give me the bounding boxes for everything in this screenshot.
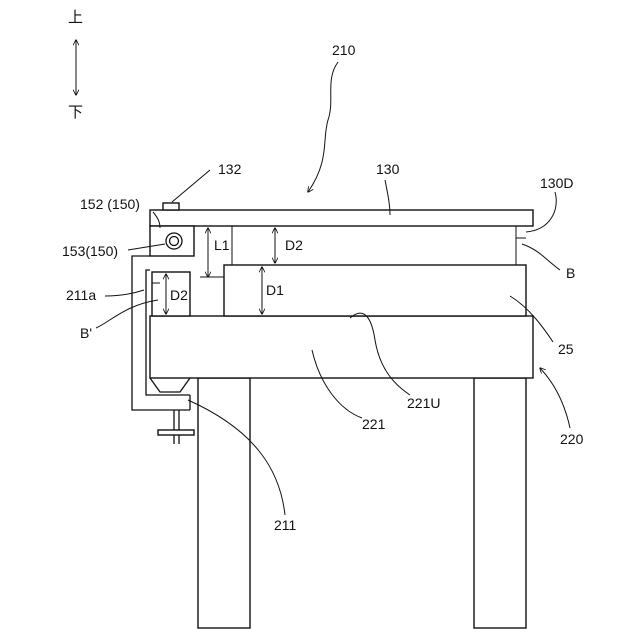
label-152: 152 (150) — [80, 196, 140, 212]
label-210: 210 — [332, 42, 356, 58]
label-132: 132 — [218, 161, 242, 177]
dim-D2-right-label: D2 — [285, 237, 303, 253]
leader-B-prime — [96, 300, 158, 328]
knob-132 — [163, 203, 179, 210]
down-label: 下 — [68, 103, 83, 121]
label-220: 220 — [560, 431, 584, 447]
label-130: 130 — [376, 161, 400, 177]
label-211: 211 — [274, 517, 297, 533]
leader-220 — [540, 368, 570, 428]
leader-132 — [172, 170, 210, 202]
clamp-screw-handle — [158, 430, 194, 435]
left-leg — [198, 378, 250, 628]
table-top-221 — [150, 316, 533, 378]
label-25: 25 — [558, 341, 574, 357]
leader-210 — [308, 62, 338, 192]
label-B-prime: B' — [80, 325, 92, 341]
up-label: 上 — [68, 8, 83, 26]
label-153: 153(150) — [62, 243, 118, 259]
right-leg — [474, 378, 526, 628]
label-B: B — [566, 265, 575, 281]
leader-B — [522, 244, 560, 270]
plate-130 — [150, 210, 533, 226]
block-152 — [150, 226, 194, 256]
clamp-wedge — [150, 378, 190, 392]
leader-211a — [105, 290, 144, 296]
label-221: 221 — [362, 416, 386, 432]
label-211a: 211a — [66, 287, 96, 303]
label-221U: 221U — [407, 395, 440, 411]
dim-L1-label: L1 — [214, 237, 230, 253]
label-130D: 130D — [540, 175, 573, 191]
dim-D2-left-label: D2 — [170, 287, 188, 303]
dim-D1-label: D1 — [266, 282, 284, 298]
